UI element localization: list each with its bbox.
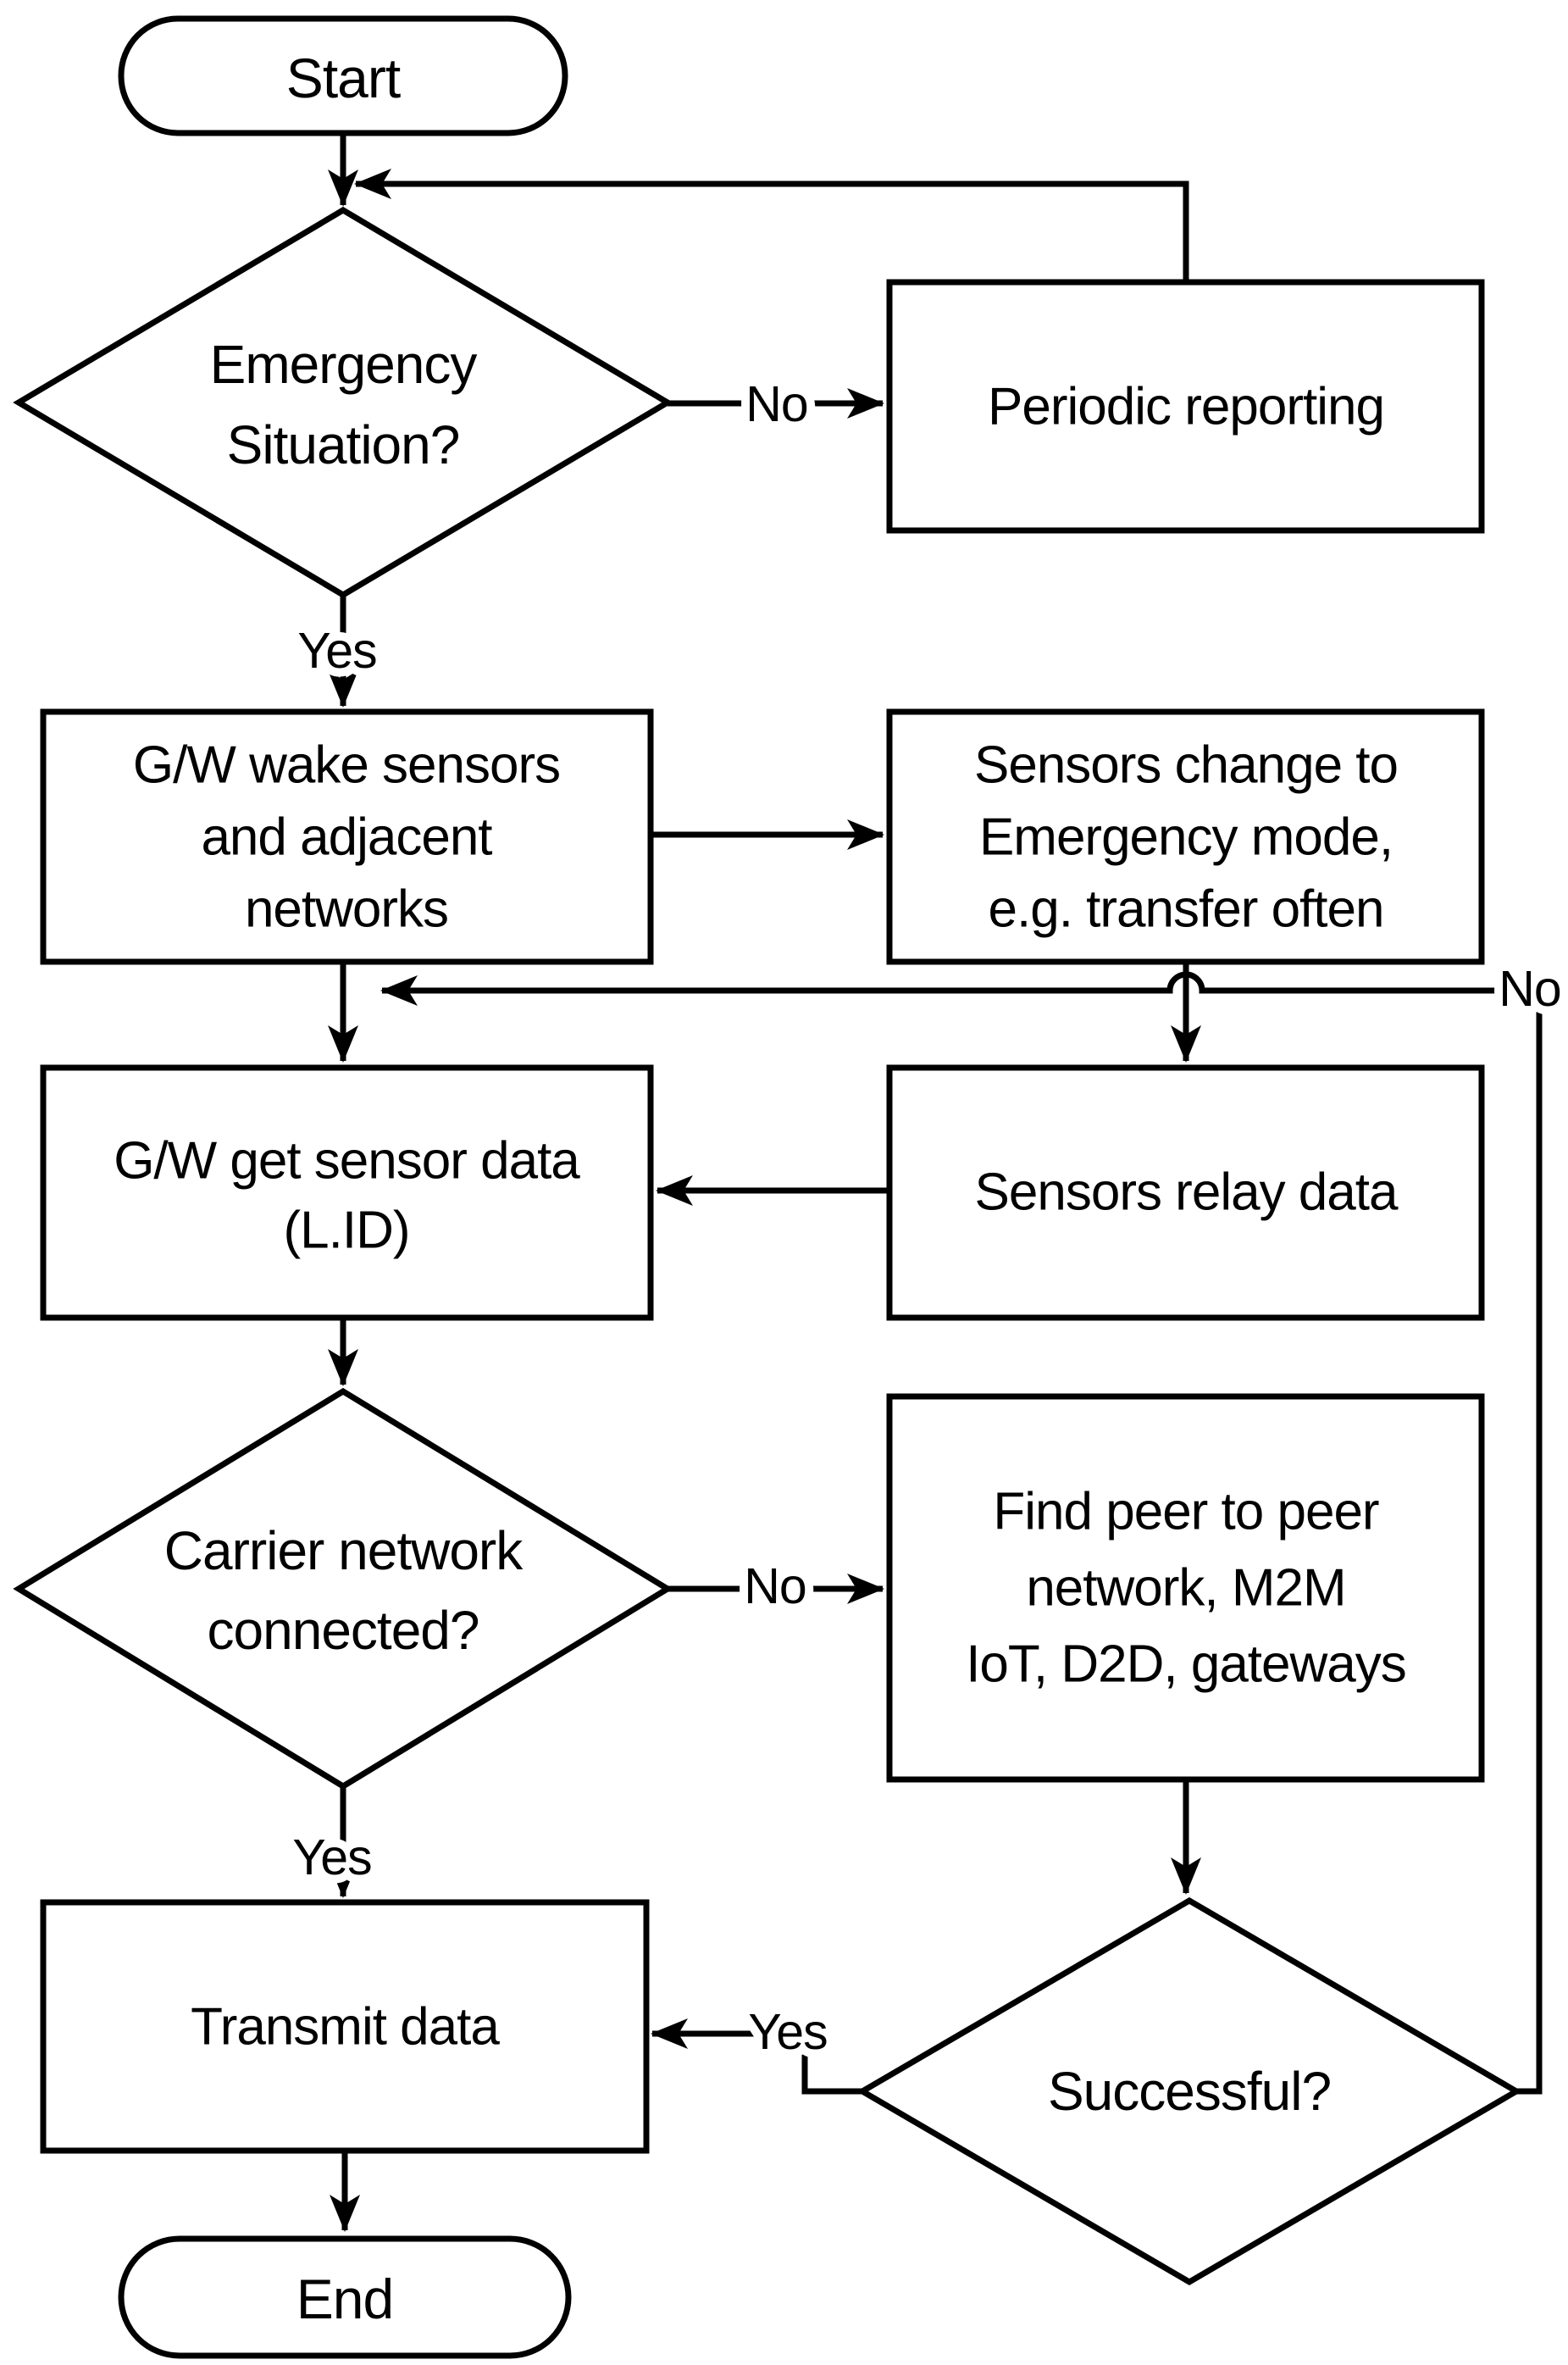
gw-get-label-line2: (L.ID) [284,1202,410,1260]
edge-label-emergency-yes: Yes [297,623,376,679]
node-sensors-relay-data: Sensors relay data [886,1064,1485,1321]
edge-label-carrier-yes: Yes [292,1829,371,1885]
end-terminator-shape [118,2235,572,2359]
gw-wake-label-line2: and adjacent [201,808,492,867]
node-end: End [118,2235,572,2359]
sensors-relay-label: Sensors relay data [975,1163,1399,1222]
node-find-peer: Find peer to peer network, M2M IoT, D2D,… [886,1393,1485,1783]
periodic-label: Periodic reporting [988,378,1384,436]
node-gw-wake-sensors: G/W wake sensors and adjacent networks [40,708,654,965]
edge-label-carrier-no: No [744,1558,806,1614]
start-terminator-shape [118,15,568,136]
sensors-change-label-line2: Emergency mode, [979,808,1393,867]
transmit-box-shape [40,1899,650,2154]
sensors-change-label-line1: Sensors change to [974,736,1398,795]
node-sensors-change: Sensors change to Emergency mode, e.g. t… [886,708,1485,965]
successful-diamond-shape [856,1896,1522,2286]
node-periodic-reporting: Periodic reporting [886,279,1485,534]
edge-label-emergency-no: No [745,376,807,432]
edge-label-successful-yes: Yes [748,2004,827,2060]
edges [328,133,1543,2232]
sensors-change-box-shape [886,708,1485,965]
node-transmit-data: Transmit data [40,1899,650,2154]
node-gw-get-sensor-data: G/W get sensor data (L.ID) [40,1064,654,1321]
edge-successful-no-loop [380,971,1543,2095]
carrier-label-line1: Carrier network [164,1520,524,1581]
decision-successful: Successful? [856,1896,1522,2286]
find-peer-label-line2: network, M2M [1026,1559,1345,1618]
periodic-box-shape [886,279,1485,534]
start-label: Start [286,47,401,109]
node-start: Start [118,15,568,136]
sensors-change-label-line3: e.g. transfer often [989,880,1384,939]
emergency-label-line2: Situation? [227,414,460,475]
carrier-diamond-shape [13,1387,673,1790]
decision-carrier-network: Carrier network connected? [13,1387,673,1790]
sensors-relay-box-shape [886,1064,1485,1321]
gw-wake-label-line1: G/W wake sensors [133,736,560,795]
successful-label: Successful? [1048,2061,1331,2122]
carrier-label-line2: connected? [208,1600,479,1661]
emergency-label-line1: Emergency [210,334,478,395]
gw-wake-box-shape [40,708,654,965]
emergency-diamond-shape [13,206,673,599]
end-label: End [296,2268,393,2330]
edge-label-retry-no: No [1499,961,1560,1017]
find-peer-label-line3: IoT, D2D, gateways [966,1635,1406,1694]
gw-wake-label-line3: networks [245,880,448,939]
transmit-label: Transmit data [191,1998,500,2057]
gw-get-label-line1: G/W get sensor data [114,1132,580,1191]
find-peer-box-shape [886,1393,1485,1783]
edge-successful-yes-to-transmit [651,2018,862,2095]
find-peer-label-line1: Find peer to peer [993,1483,1379,1541]
edge-labels: No Yes No No Yes Yes [284,368,1568,2068]
decision-emergency-situation: Emergency Situation? [13,206,673,599]
edge-periodic-loop-to-emergency [354,169,1189,282]
gw-get-box-shape [40,1064,654,1321]
